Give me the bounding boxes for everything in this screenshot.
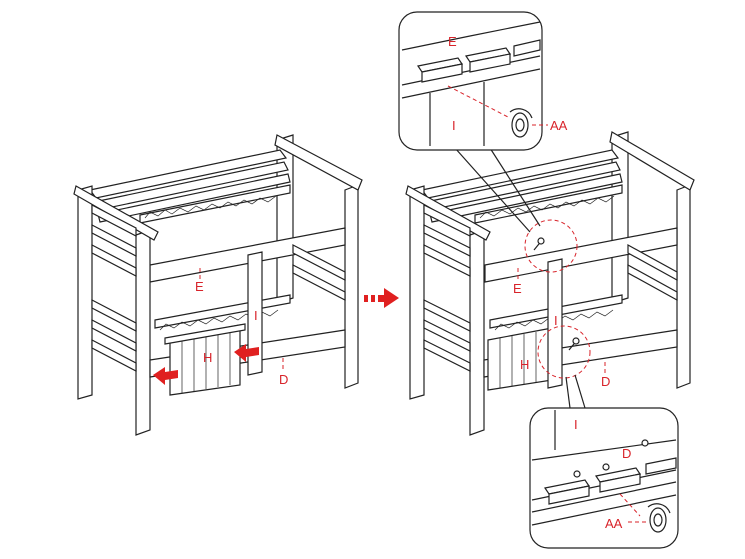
detail-top-label-aa: AA: [550, 118, 568, 133]
push-arrow-right: [234, 344, 259, 362]
detail-bottom-label-aa: AA: [605, 516, 623, 531]
detail-bottom-label-d: D: [622, 446, 631, 461]
right-label-e: E: [513, 281, 522, 296]
right-label-d: D: [601, 374, 610, 389]
detail-top-label-i: I: [452, 118, 456, 133]
right-label-i: I: [554, 313, 558, 328]
detail-circle-upper: [524, 219, 578, 273]
step-arrow-icon: [364, 288, 399, 308]
push-arrow-left: [153, 367, 178, 385]
right-label-h: H: [520, 357, 529, 372]
left-label-i: I: [254, 308, 258, 323]
detail-callout-top: [398, 11, 548, 233]
bolt-icon-lower: [568, 337, 580, 351]
left-label-e: E: [195, 279, 204, 294]
left-bed-frame: [73, 134, 363, 436]
right-bed-frame: [405, 131, 695, 436]
detail-circle-lower: [537, 325, 591, 379]
detail-bottom-label-i: I: [574, 417, 578, 432]
bolt-icon-upper: [533, 237, 545, 251]
detail-callout-bottom: [529, 374, 679, 549]
detail-top-label-e: E: [448, 34, 457, 49]
left-label-d: D: [279, 372, 288, 387]
left-label-h: H: [203, 350, 212, 365]
